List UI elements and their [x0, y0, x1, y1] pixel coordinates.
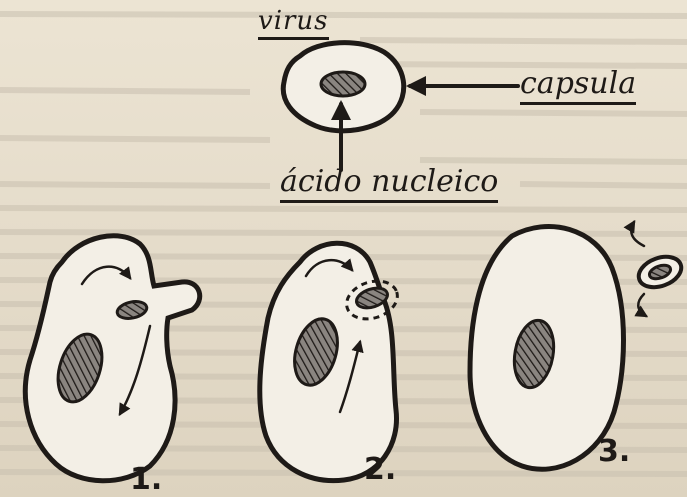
virus-nucleic-acid [321, 72, 365, 96]
virus-particle [283, 43, 403, 131]
capsule-label: capsula [520, 66, 636, 105]
cell-3 [470, 222, 685, 469]
step-1-label: 1. [130, 462, 162, 497]
step-2-label: 2. [364, 452, 396, 487]
nucleic-acid-label: ácido nucleico [280, 164, 498, 203]
cell-1-membrane [25, 236, 199, 481]
step-3-label: 3. [598, 434, 630, 469]
virus-label: virus [258, 6, 329, 40]
cell-1 [25, 236, 199, 481]
